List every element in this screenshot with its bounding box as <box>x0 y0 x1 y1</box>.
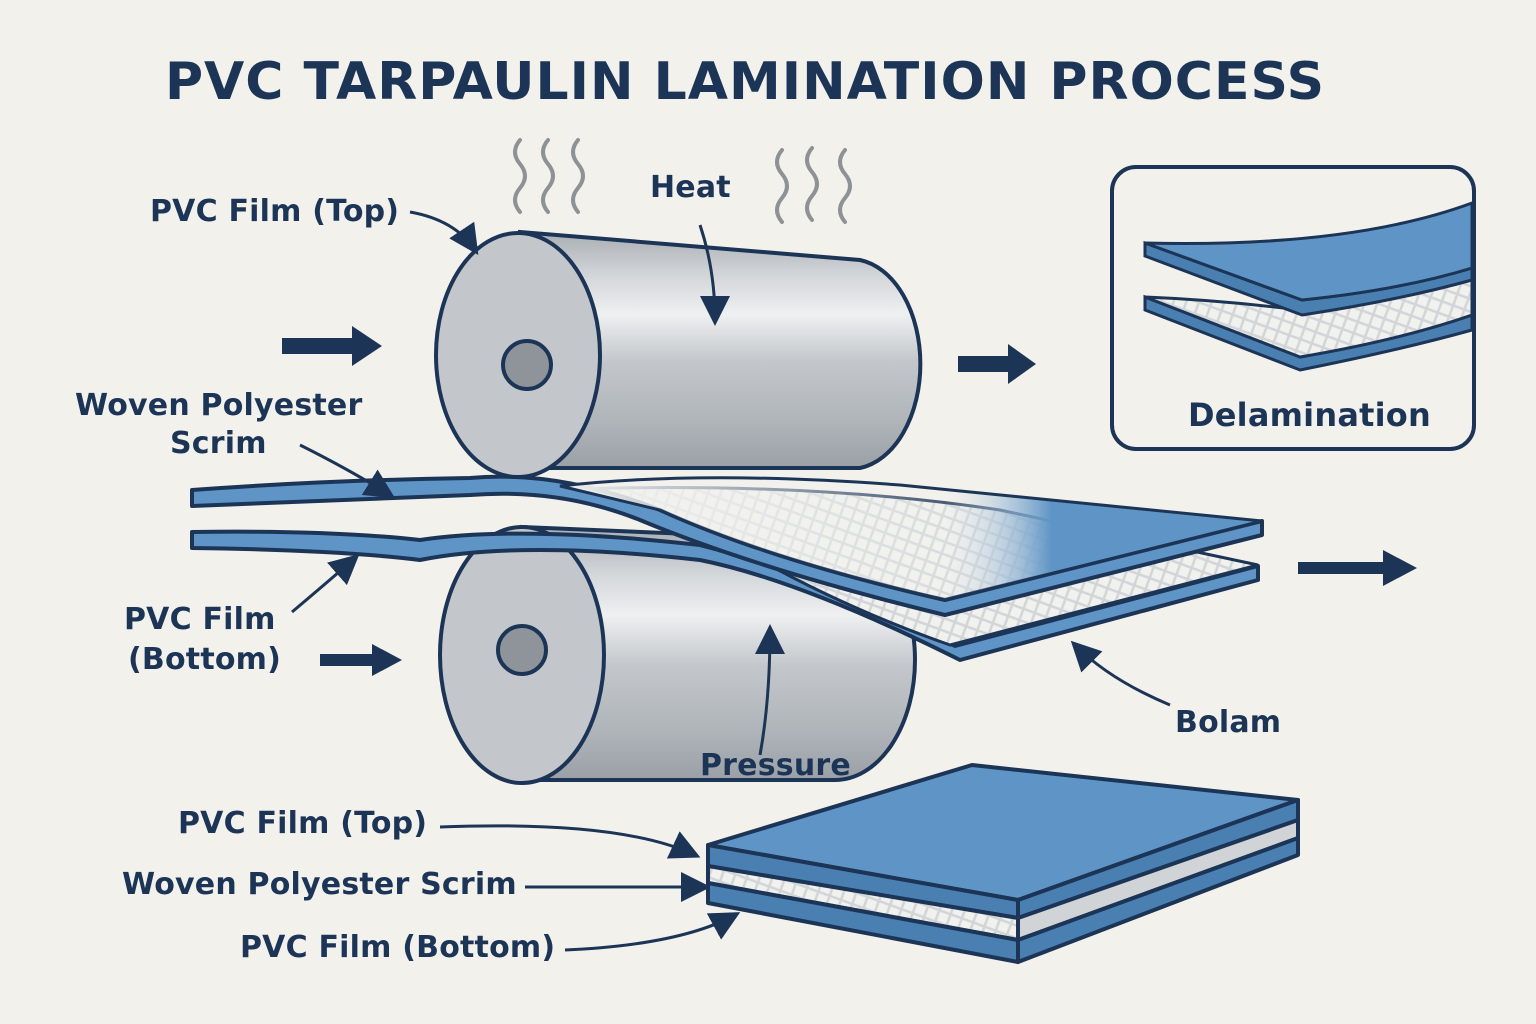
legend-layer-bottom: PVC Film (Bottom) <box>240 930 556 965</box>
label-pvc-film-top: PVC Film (Top) <box>150 194 400 229</box>
diagram-title: PVC TARPAULIN LAMINATION PROCESS <box>164 52 1326 112</box>
label-woven-scrim-line1: Woven Polyester <box>75 388 363 423</box>
label-pressure: Pressure <box>700 748 851 783</box>
callout-arrows <box>291 210 1171 952</box>
legend-layer-middle: Woven Polyester Scrim <box>122 867 517 902</box>
arrow-right-icon <box>320 644 402 676</box>
heat-waves-icon <box>513 138 852 224</box>
arrow-right-icon <box>958 344 1036 384</box>
label-pvc-film-bottom-line2: (Bottom) <box>128 642 282 677</box>
label-heat: Heat <box>650 170 731 205</box>
label-pvc-film-bottom-line1: PVC Film <box>124 602 276 637</box>
pvc-film-bottom-sheet <box>190 529 1260 662</box>
laminated-sheet-surface <box>559 476 1263 602</box>
arrow-right-icon <box>1298 550 1417 586</box>
label-delamination: Delamination <box>1188 396 1431 434</box>
label-woven-scrim-line2: Scrim <box>170 426 267 461</box>
arrow-right-icon <box>282 326 382 366</box>
label-bolam: Bolam <box>1175 705 1282 740</box>
flow-arrows <box>282 326 1417 676</box>
pvc-film-top-sheet <box>190 474 1264 617</box>
delamination-inset <box>1110 165 1476 451</box>
top-roller <box>434 229 923 479</box>
legend-layer-top: PVC Film (Top) <box>178 806 428 841</box>
laminated-product-block <box>706 763 1300 964</box>
